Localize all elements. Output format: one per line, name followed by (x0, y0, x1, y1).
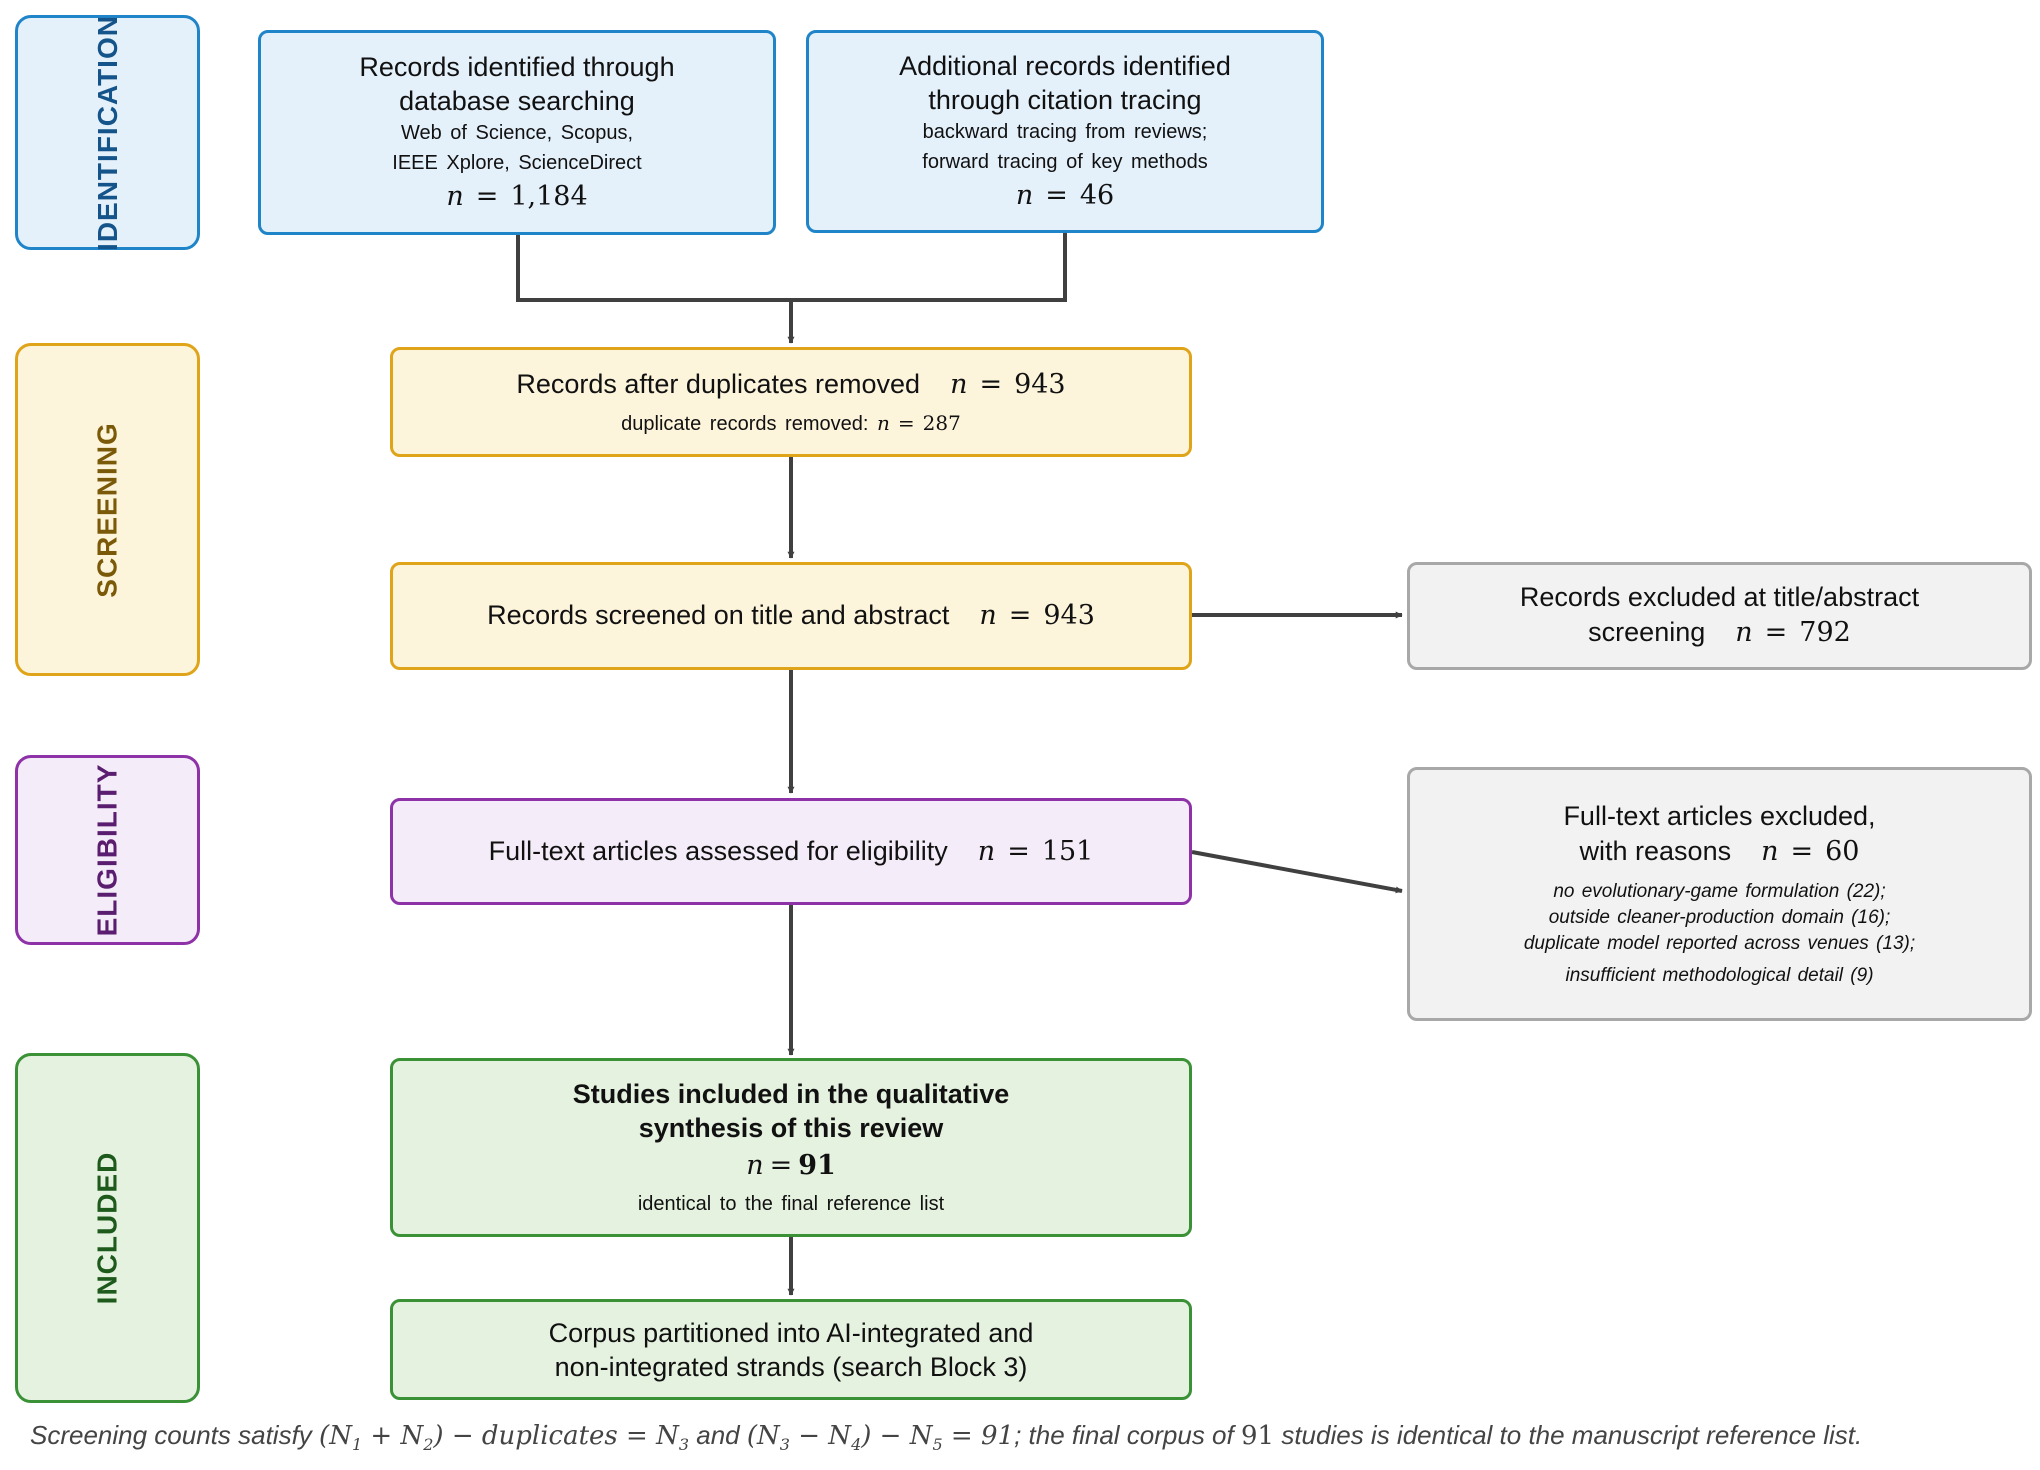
box-fulltext-excluded: Full-text articles excluded, with reason… (1407, 767, 2032, 1021)
fulltext-title: Full-text articles assessed for eligibil… (488, 835, 948, 866)
caption-formula-2: (N3 − N4) − N5 = 91 (746, 1421, 1015, 1455)
duplicates-title: Records after duplicates removed (516, 368, 921, 399)
caption-text-2: and (696, 1420, 740, 1450)
partitioned-line-1: Corpus partitioned into AI-integrated an… (548, 1317, 1034, 1348)
excluded-title-line-1: Records excluded at title/abstract (1519, 582, 1920, 612)
exclusion-reason: duplicate model reported across venues (… (1523, 933, 1916, 954)
exclusion-reason: no evolutionary-game formulation (22); (1553, 881, 1886, 902)
box-database-searching: Records identified through database sear… (258, 30, 776, 235)
box-excluded-title-abstract: Records excluded at title/abstract scree… (1407, 562, 2032, 670)
included-note: identical to the final reference list (637, 1192, 945, 1215)
citation-title-line-1: Additional records identified (899, 50, 1231, 81)
caption-text-3: ; the final corpus of (1014, 1420, 1234, 1450)
box-citation-tracing: Additional records identified through ci… (806, 30, 1324, 233)
fulltext-title-row: Full-text articles assessed for eligibil… (488, 835, 1094, 867)
figure-caption: Screening counts satisfy (N1 + N2) − dup… (30, 1420, 1862, 1454)
fulltext-excluded-title-line-1: Full-text articles excluded, (1563, 801, 1876, 831)
phase-screening: SCREENING (15, 343, 200, 676)
caption-number: 91 (1240, 1421, 1275, 1451)
included-title-line-2: synthesis of this review (638, 1112, 944, 1143)
connector-fulltext-to-excluded (1191, 850, 1403, 894)
citation-title-line-2: through citation tracing (928, 84, 1202, 115)
caption-formula-1: (N1 + N2) − duplicates = N3 (319, 1421, 690, 1455)
database-title-line-1: Records identified through (359, 51, 675, 82)
exclusion-reason: outside cleaner-production domain (16); (1548, 907, 1891, 928)
database-title-line-2: database searching (399, 85, 635, 116)
phase-included: INCLUDED (15, 1053, 200, 1403)
caption-text-1: Screening counts satisfy (30, 1420, 312, 1450)
partitioned-line-2: non-integrated strands (search Block 3) (554, 1351, 1028, 1382)
box-fulltext-eligibility: Full-text articles assessed for eligibil… (390, 798, 1192, 905)
database-count: n=1,184 (446, 180, 588, 212)
exclusion-reason: insufficient methodological detail (9) (1565, 965, 1874, 986)
phase-identification: IDENTIFICATION (15, 15, 200, 250)
included-count: n=91 (746, 1149, 836, 1181)
citation-method-line-2: forward tracing of key methods (922, 150, 1208, 173)
citation-count: n=46 (1015, 179, 1115, 211)
duplicates-removed-note: duplicate records removed: n=287 (621, 410, 961, 435)
caption-text-4: studies is identical to the manuscript r… (1281, 1420, 1863, 1450)
database-sources-line-1: Web of Science, Scopus, (400, 121, 634, 144)
screened-title: Records screened on title and abstract (487, 600, 950, 630)
box-corpus-partitioned: Corpus partitioned into AI-integrated an… (390, 1299, 1192, 1400)
database-sources-line-2: IEEE Xplore, ScienceDirect (392, 151, 642, 174)
box-studies-included: Studies included in the qualitative synt… (390, 1058, 1192, 1237)
citation-method-line-1: backward tracing from reviews; (922, 120, 1208, 143)
included-title-line-1: Studies included in the qualitative (572, 1078, 1010, 1109)
phase-eligibility: ELIGIBILITY (15, 755, 200, 945)
